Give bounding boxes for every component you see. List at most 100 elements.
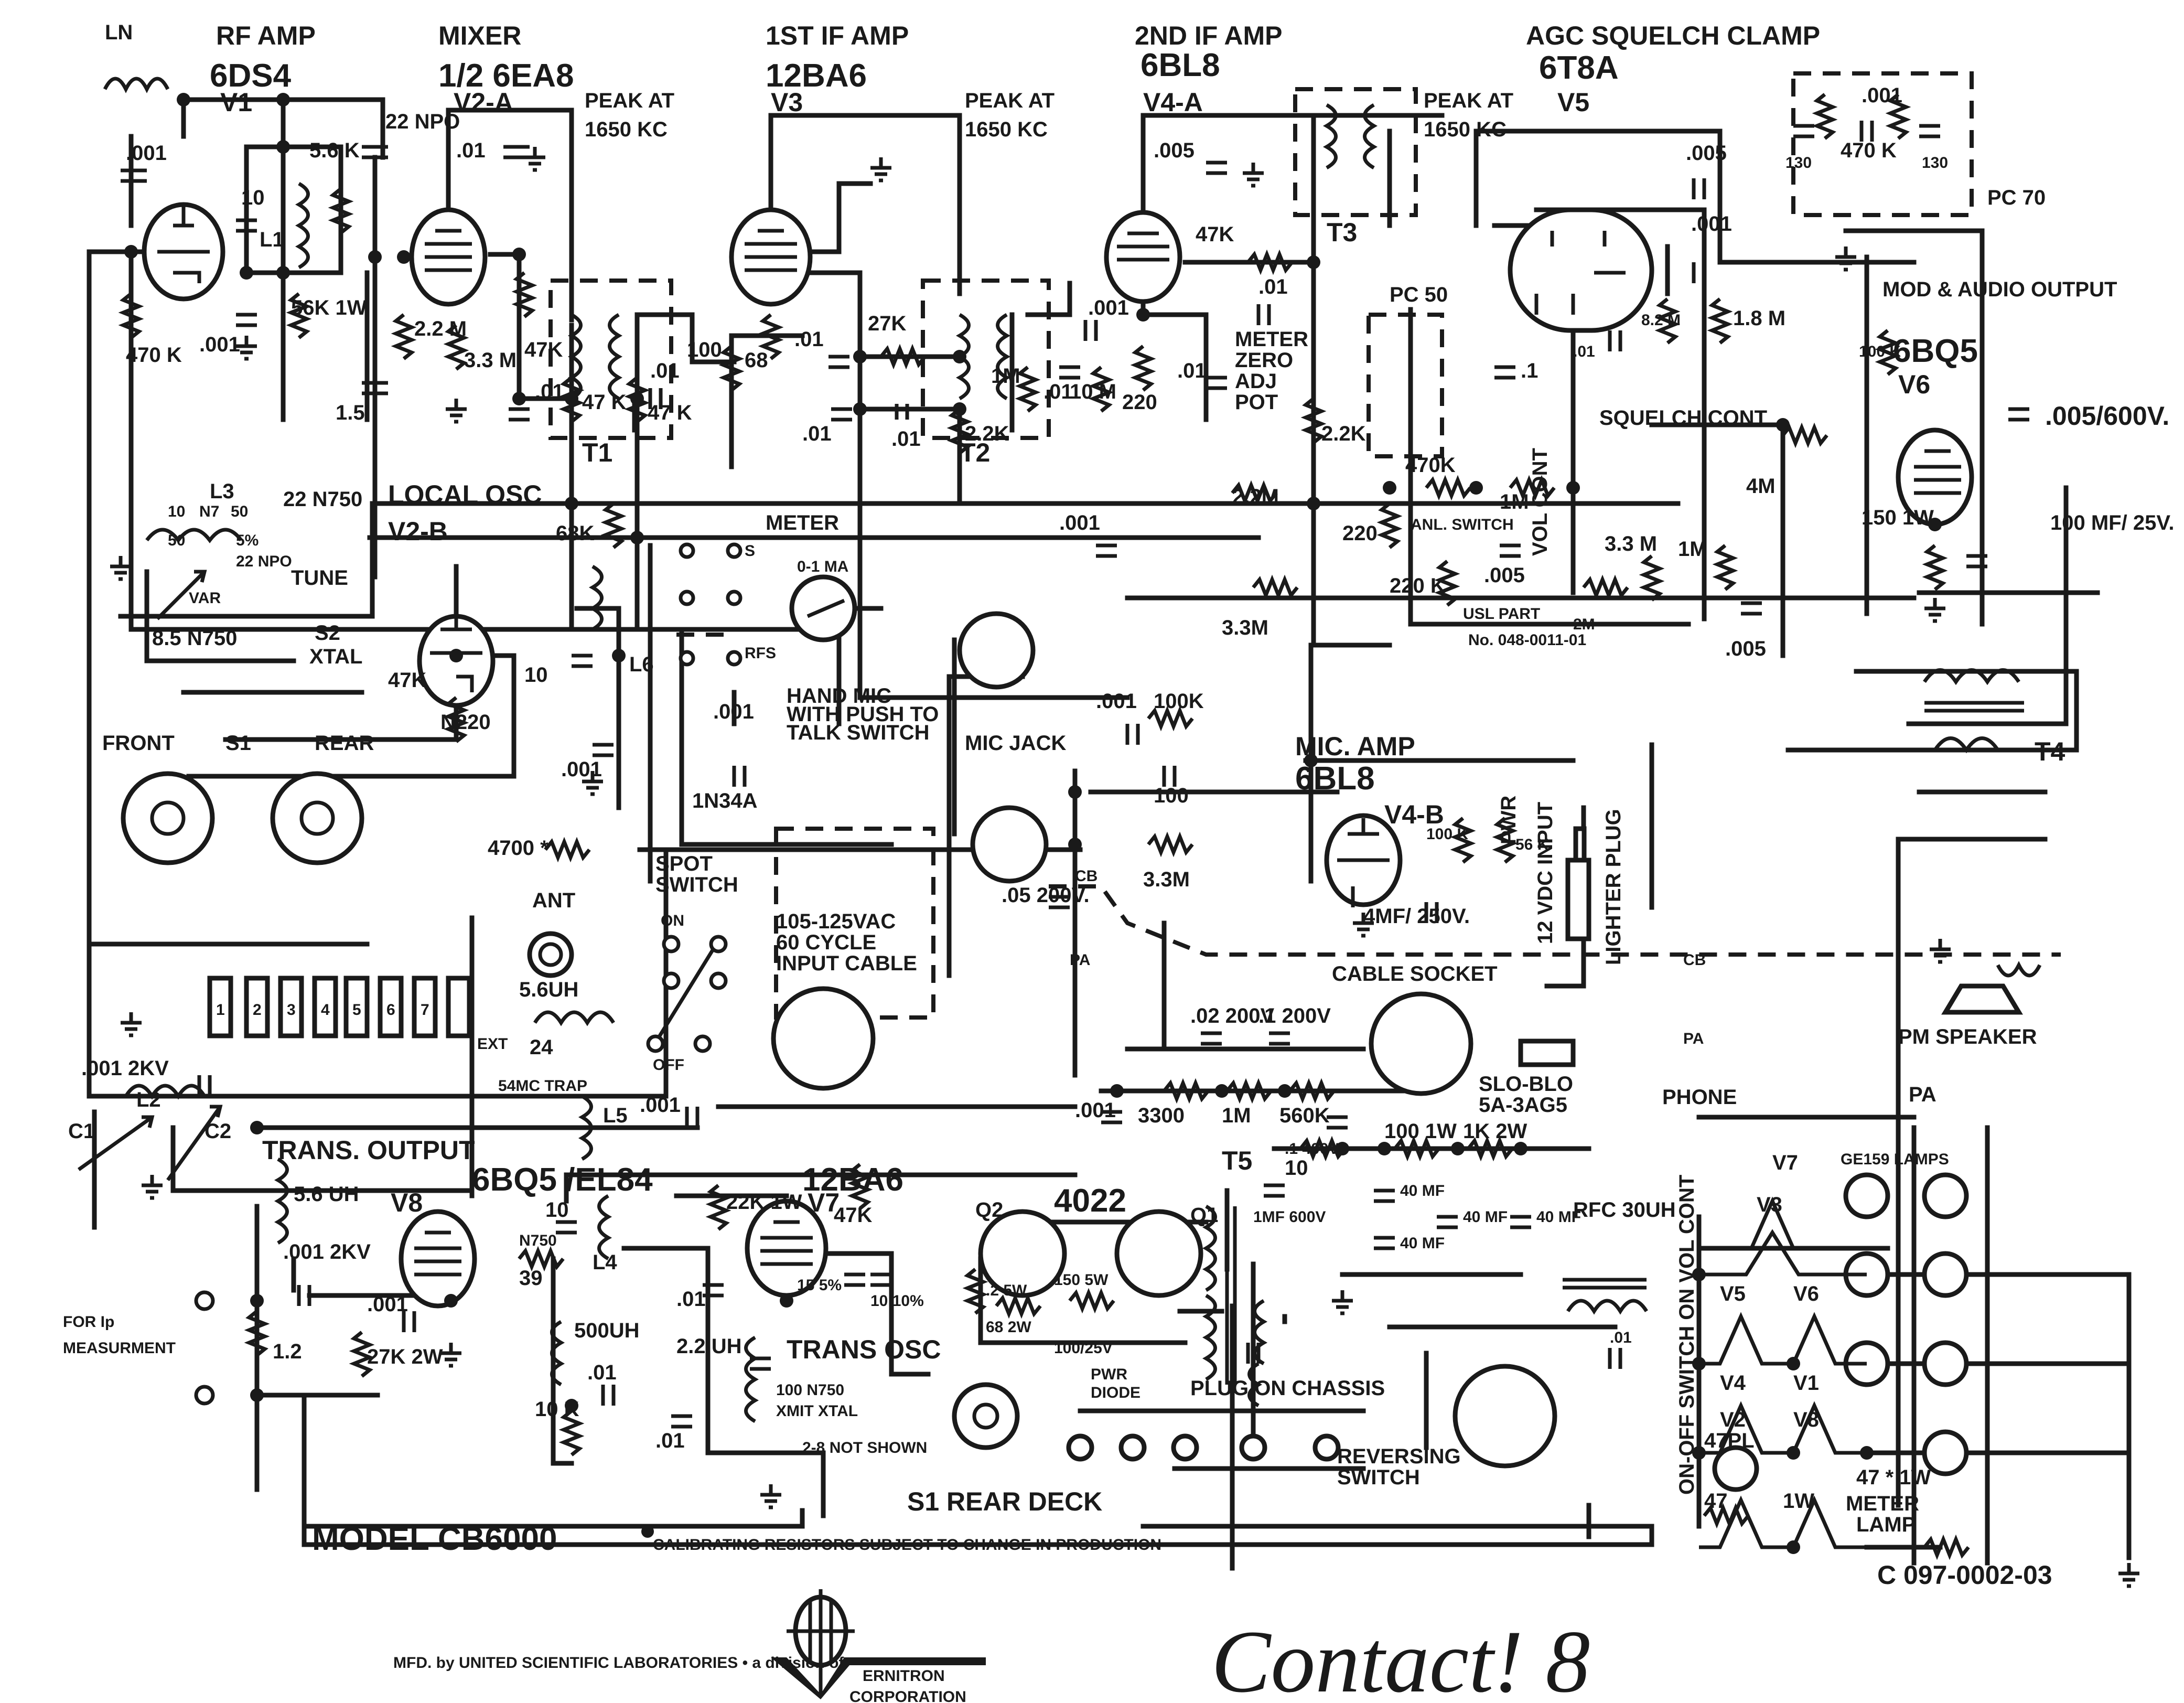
r-100-1w-label: 100 1W: [1384, 1120, 1457, 1143]
spot-contact-c[interactable]: [662, 971, 681, 990]
r-68k-label: 68K: [556, 522, 594, 545]
terminal-a-plus[interactable]: [1118, 1433, 1147, 1462]
r-27k-2w: [349, 1331, 375, 1378]
t1-shield: [548, 279, 673, 440]
ground-icon: [142, 1175, 163, 1200]
r-2-2k-b-label: 2.2K: [1321, 422, 1366, 445]
crystal-6[interactable]: [378, 976, 404, 1038]
slo-blo-fuse: [1518, 1038, 1576, 1067]
heater-v4-label: V4: [1720, 1372, 1746, 1395]
c-01-m: [1608, 1348, 1622, 1369]
c-10-label: 10: [241, 186, 265, 209]
t5-primary-a: [1202, 1204, 1217, 1292]
drawing-number: C 097-0002-03: [1877, 1560, 2052, 1590]
ip-test-point-a[interactable]: [194, 1290, 215, 1311]
terminal-b-2[interactable]: [1239, 1433, 1267, 1462]
plug-on-chassis[interactable]: [1453, 1364, 1557, 1469]
mic-jack[interactable]: [970, 805, 1049, 884]
ground-icon: [121, 1012, 142, 1037]
r-3-3m-label: 3.3 M: [464, 349, 517, 372]
terminal-b-3[interactable]: [1312, 1433, 1341, 1462]
crystal-5[interactable]: [343, 976, 370, 1038]
s1-front-hub: [150, 800, 186, 836]
meter-sw-contact-1[interactable]: [679, 542, 695, 559]
r-10k-label: 10 K: [535, 1398, 579, 1421]
meter-sw-contact-5[interactable]: [679, 650, 695, 667]
spot-contact-b[interactable]: [709, 935, 728, 954]
spot-contact-d[interactable]: [709, 971, 728, 990]
rf-amp-tube: 6DS4: [210, 58, 292, 94]
c-1-400v: [1327, 1115, 1348, 1130]
spot-switch-blade[interactable]: [657, 948, 715, 1040]
on-off-label: ON-OFF SWITCH ON VOL CONT: [1675, 1175, 1698, 1495]
ln-coil: [103, 77, 170, 93]
c-001-v4: [1083, 320, 1098, 341]
meter-sw-contact-3[interactable]: [679, 590, 695, 606]
slo-blo-2: 5A-3AG5: [1479, 1094, 1567, 1117]
c-15-label: 15 5%: [797, 1277, 842, 1294]
r-47-1w-label: 47 * 1W: [1856, 1466, 1931, 1489]
meter-sw-contact-rfs[interactable]: [726, 650, 743, 667]
r-2-2k: [946, 408, 973, 455]
r-47k-osc-label: 47K: [388, 669, 426, 692]
l2-coil: [124, 1084, 206, 1100]
crystal-3[interactable]: [278, 976, 304, 1038]
heater-v4-v1: [1699, 1401, 1867, 1455]
meter-sw-contact-4[interactable]: [726, 590, 743, 606]
crystal-1[interactable]: [207, 976, 233, 1038]
r-68: [758, 313, 784, 360]
c-24-label: 24: [530, 1036, 553, 1059]
c-10-v7-label: 10 10%: [870, 1292, 924, 1310]
ip-test-point-b[interactable]: [194, 1385, 215, 1406]
r-2-2m-b-label: 2.2M: [1232, 485, 1279, 508]
c-001-h: [685, 1107, 700, 1128]
asterisk-dot: [641, 1525, 654, 1538]
mic-jack-upper[interactable]: [957, 611, 1036, 690]
t3-label: T3: [1327, 218, 1357, 247]
r-27k: [879, 344, 927, 370]
c-01-v4: [1256, 304, 1271, 325]
terminal-b-1[interactable]: [1171, 1433, 1199, 1462]
c-40mf-c-label: 40 MF: [1463, 1208, 1508, 1226]
r-22k-label: 22K 1W: [726, 1191, 802, 1214]
r-3-3m: [443, 324, 469, 371]
crystal-7[interactable]: [412, 976, 438, 1038]
r-1-2: [244, 1310, 270, 1357]
if1-tube: 12BA6: [766, 58, 867, 94]
cable-socket-label: CABLE SOCKET: [1332, 962, 1498, 986]
spot-off-contact[interactable]: [646, 1034, 665, 1053]
r-150-label: 150 1W: [1862, 506, 1934, 529]
ac-input-plug[interactable]: [771, 986, 876, 1091]
terminal-a-minus[interactable]: [1066, 1433, 1094, 1462]
c-1-b: [1269, 1031, 1290, 1046]
l2-label: L2: [136, 1088, 161, 1111]
rf-amp-label: RF AMP: [216, 21, 316, 50]
t2-shield: [921, 279, 1051, 440]
c-001-2kv: [197, 1075, 212, 1096]
crystal-2[interactable]: [244, 976, 270, 1038]
r-220-label: 220: [1122, 391, 1157, 414]
ln-label: LN: [105, 21, 133, 44]
r-39: [518, 1246, 565, 1272]
r-100k-v6: [1875, 329, 1901, 376]
logo-text-1: ERNITRON: [863, 1667, 945, 1685]
r-47k-c-label: 47 K: [648, 401, 692, 424]
r-56k-b-label: 56 K: [1515, 836, 1549, 853]
r-2-2m-b: [1231, 480, 1278, 506]
c-130b: [1919, 124, 1940, 138]
crystal-4[interactable]: [312, 976, 338, 1038]
lighter-plug-body: [1565, 858, 1591, 941]
r-2-2k-label: 2.2K: [965, 422, 1009, 445]
l5-label: L5: [603, 1104, 628, 1127]
cable-socket[interactable]: [1369, 991, 1473, 1096]
ground-icon: [582, 771, 603, 796]
meter-sw-contact-s[interactable]: [726, 542, 743, 559]
spot-contact-f[interactable]: [693, 1034, 712, 1053]
r-3-3m-c: [1252, 574, 1299, 601]
c-50-b-label: 50: [168, 532, 185, 549]
capacitors: [121, 121, 2029, 1429]
heater-v1-label: V1: [1793, 1372, 1819, 1395]
anl-switch-label: ANL. SWITCH: [1411, 516, 1514, 533]
spot-on-contact[interactable]: [662, 935, 681, 954]
crystal-ext[interactable]: [446, 976, 472, 1038]
